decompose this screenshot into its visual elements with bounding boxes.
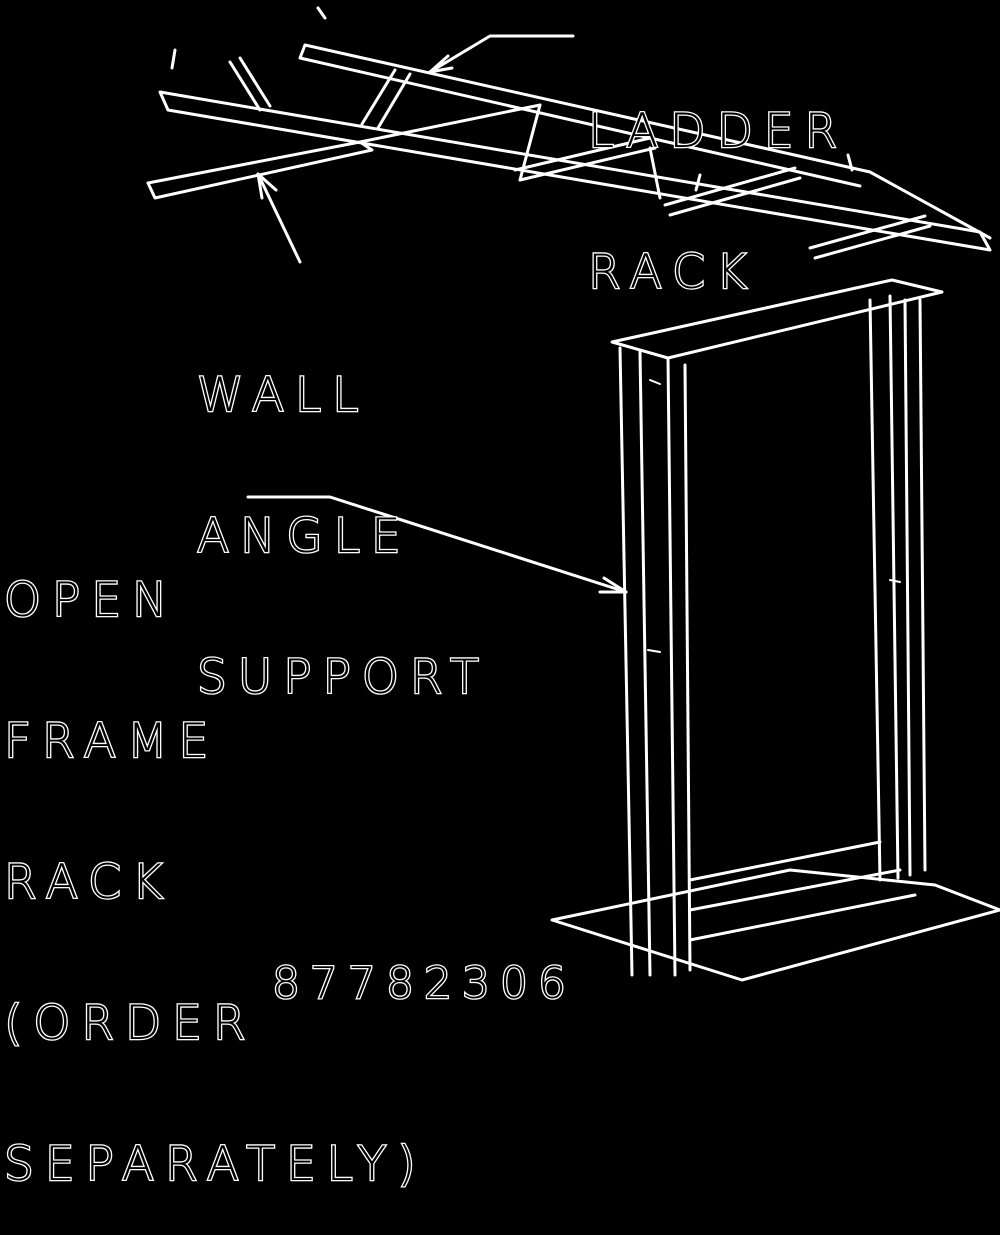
ladder-rack-label: LADDER RACK — [587, 14, 849, 343]
ladder-rung — [360, 68, 412, 130]
leader-lines — [246, 34, 628, 594]
ladder-rack — [158, 6, 992, 260]
open-frame-rack-label-line: (ORDER — [3, 996, 257, 1051]
wall-angle-support — [146, 103, 542, 200]
wall-angle-support-label-line: WALL — [196, 368, 370, 423]
wall-angle-leader — [256, 172, 302, 264]
ladder-rung — [663, 166, 802, 217]
ladder-rack-label-line: LADDER — [587, 104, 849, 159]
wall-angle-support-label-line: SUPPORT — [196, 650, 490, 705]
open-frame-leader — [246, 495, 628, 594]
open-frame-rack-label: OPEN FRAME RACK (ORDER SEPARATELY) — [3, 483, 427, 1235]
wall-angle-support-label-line: ANGLE — [196, 509, 412, 564]
ladder-rack-label-line: RACK — [587, 245, 758, 300]
open-frame-rack-label-line: FRAME — [3, 714, 220, 769]
rack-top-plate — [610, 278, 944, 360]
rack-base — [550, 868, 1000, 982]
wall-angle-support-label: WALL ANGLE SUPPORT — [196, 278, 490, 748]
open-frame-rack-label-line: SEPARATELY) — [3, 1137, 427, 1192]
ladder-rail-back — [303, 43, 992, 240]
ladder-rung — [228, 56, 272, 112]
ladder-rung — [513, 136, 657, 182]
ladder-rail-front — [158, 90, 992, 252]
ladder-rack-leader — [428, 34, 575, 74]
open-frame-rack-label-line: RACK — [3, 855, 174, 910]
ladder-rung — [808, 214, 932, 260]
open-frame-rack — [550, 278, 1000, 982]
rack-assembly-drawing — [146, 6, 1000, 982]
open-frame-rack-label-line: OPEN — [3, 573, 179, 628]
